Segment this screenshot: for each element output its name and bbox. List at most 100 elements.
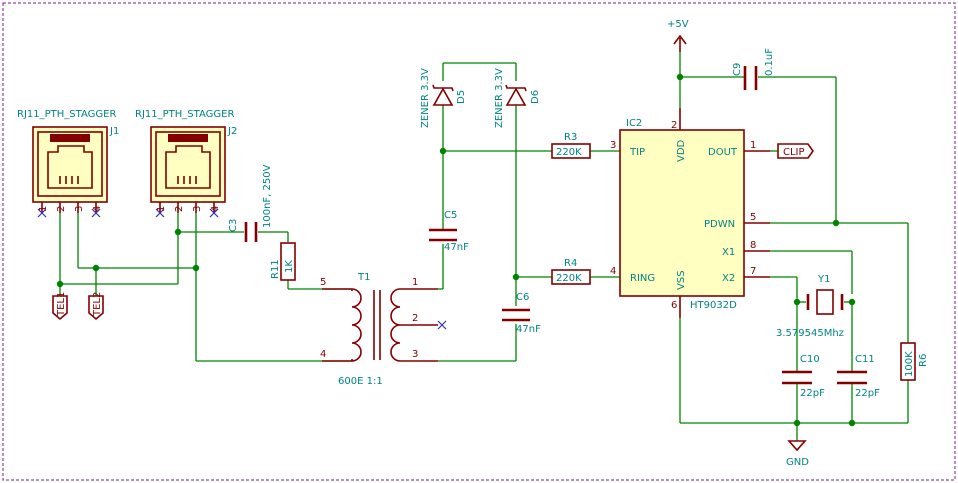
pin-x2-name: X2 <box>722 273 735 284</box>
pin-tip-name: TIP <box>629 147 645 158</box>
r4-ref: R4 <box>564 258 577 269</box>
pin-x1-num: 8 <box>750 240 756 251</box>
j2-pin4-num: 4 <box>210 206 221 212</box>
resistor-r3[interactable]: 220K R3 <box>551 132 591 159</box>
j1-value: RJ11_PTH_STAGGER <box>17 109 116 120</box>
t1-pin5-num: 5 <box>320 277 326 288</box>
t1-pin1-num: 1 <box>412 277 418 288</box>
t1-value: 600E 1:1 <box>338 376 383 387</box>
y1-value: 3.579545Mhz <box>776 328 844 339</box>
resistor-r11[interactable]: 1K R11 <box>270 242 296 281</box>
c6-value: 47nF <box>516 324 541 335</box>
pin-dout-name: DOUT <box>708 147 738 158</box>
resistor-r4[interactable]: 220K R4 <box>551 258 591 285</box>
ic-ht9032d[interactable]: IC2 HT9032D TIP 3 RING 4 VDD 2 VSS 6 DOU… <box>610 108 770 318</box>
ic2-value: HT9032D <box>690 300 737 311</box>
ic2-ref: IC2 <box>626 118 642 129</box>
resistor-r6[interactable]: 100K R6 <box>900 342 929 381</box>
no-connect-icon <box>209 208 219 218</box>
wires-middle <box>438 62 620 362</box>
net-label-tel2[interactable]: TEL2 <box>88 292 104 321</box>
net-label-clip[interactable]: CLIP <box>770 143 814 159</box>
c10-value: 22pF <box>800 388 825 399</box>
c9-ref: C9 <box>732 63 743 76</box>
zener-d5[interactable]: D5 ZENER 3.3V <box>420 68 467 128</box>
pin-x2-num: 7 <box>750 266 756 277</box>
d6-value: ZENER 3.3V <box>494 68 505 128</box>
capacitor-c10[interactable]: C10 22pF <box>782 354 825 399</box>
zener-d6[interactable]: D6 ZENER 3.3V <box>494 68 541 128</box>
pin-ring-num: 4 <box>610 266 616 277</box>
r11-value: 1K <box>284 260 295 273</box>
r3-value: 220K <box>556 147 582 158</box>
j1-pin2-num: 2 <box>56 206 67 212</box>
pin-pdwn-name: PDWN <box>704 219 735 230</box>
clip-label: CLIP <box>783 147 805 158</box>
pin-tip-num: 3 <box>610 140 616 151</box>
j1-pin1-num: 1 <box>38 206 49 212</box>
r3-ref: R3 <box>564 132 577 143</box>
vcc-label: +5V <box>667 19 689 30</box>
j1-pin4-num: 4 <box>92 206 103 212</box>
pin-vss-num: 6 <box>671 300 677 311</box>
capacitor-c5[interactable]: C5 47nF <box>429 210 469 253</box>
c3-value: 100nF, 250V <box>262 164 273 228</box>
y1-ref: Y1 <box>817 274 830 285</box>
connector-j1[interactable]: RJ11_PTH_STAGGER J1 1 2 3 4 <box>17 109 119 218</box>
gnd-label: GND <box>786 457 809 468</box>
no-connect-icon <box>37 208 47 218</box>
no-connect-icon <box>155 208 165 218</box>
c5-value: 47nF <box>444 242 469 253</box>
d5-value: ZENER 3.3V <box>420 68 431 128</box>
r6-value: 100K <box>904 351 915 377</box>
c5-ref: C5 <box>444 210 457 221</box>
tel1-label: TEL1 <box>56 292 67 317</box>
c9-value: 0.1uF <box>764 48 775 76</box>
c3-ref: C3 <box>228 219 239 232</box>
transformer-t1[interactable]: T1 600E 1:1 5 4 1 2 3 <box>320 272 447 387</box>
c6-ref: C6 <box>516 292 529 303</box>
c10-ref: C10 <box>800 354 820 365</box>
wires-right <box>676 52 909 441</box>
r6-ref: R6 <box>918 354 929 367</box>
j2-pin3-num: 3 <box>192 206 203 212</box>
power-vcc[interactable]: +5V <box>667 19 689 52</box>
t1-pin3-num: 3 <box>412 349 418 360</box>
t1-ref: T1 <box>357 272 370 283</box>
capacitor-c6[interactable]: C6 47nF <box>502 292 541 335</box>
j2-ref: J2 <box>227 126 237 137</box>
pin-vdd-num: 2 <box>671 120 677 131</box>
j1-pin3-num: 3 <box>74 206 85 212</box>
c11-value: 22pF <box>855 388 880 399</box>
pin-vdd-name: VDD <box>676 139 687 162</box>
no-connect-icon <box>91 208 101 218</box>
j2-pin1-num: 1 <box>156 206 167 212</box>
pin-pdwn-num: 5 <box>750 212 756 223</box>
j1-ref: J1 <box>109 126 119 137</box>
no-connect-icon <box>437 320 447 330</box>
power-gnd[interactable]: GND <box>786 440 809 468</box>
c11-ref: C11 <box>855 354 875 365</box>
pin-vss-name: VSS <box>676 270 687 290</box>
capacitor-c11[interactable]: C11 22pF <box>837 354 880 399</box>
connector-j2[interactable]: RJ11_PTH_STAGGER J2 1 2 3 4 <box>135 109 237 218</box>
pin-x1-name: X1 <box>722 247 735 258</box>
t1-pin4-num: 4 <box>320 349 326 360</box>
j2-pin2-num: 2 <box>174 206 185 212</box>
t1-pin2-num: 2 <box>412 313 418 324</box>
pin-dout-num: 1 <box>750 140 756 151</box>
d6-ref: D6 <box>530 90 541 104</box>
d5-ref: D5 <box>456 90 467 104</box>
r11-ref: R11 <box>270 259 281 279</box>
capacitor-c9[interactable]: C9 0.1uF <box>732 48 775 90</box>
capacitor-c3[interactable]: C3 100nF, 250V <box>228 164 273 242</box>
crystal-y1[interactable]: Y1 3.579545Mhz <box>776 274 844 339</box>
pin-ring-name: RING <box>630 273 655 284</box>
j2-value: RJ11_PTH_STAGGER <box>135 109 234 120</box>
net-label-tel1[interactable]: TEL1 <box>52 292 68 321</box>
tel2-label: TEL2 <box>92 292 103 317</box>
r4-value: 220K <box>556 273 582 284</box>
wires-left <box>56 213 352 362</box>
